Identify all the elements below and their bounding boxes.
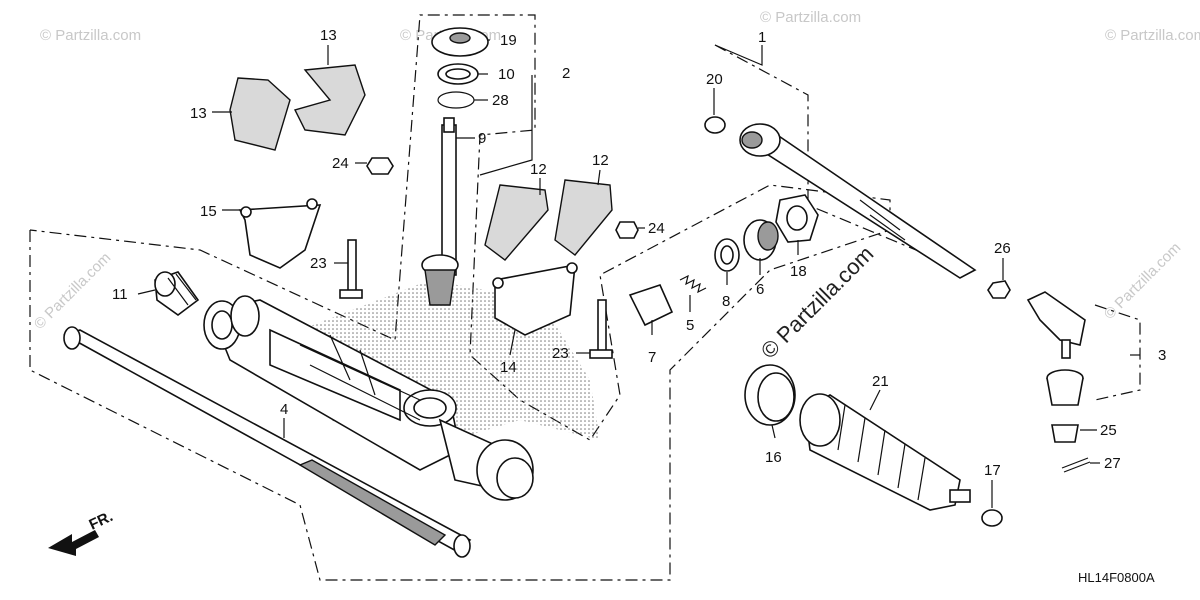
watermark-text: © Partzilla.com xyxy=(40,27,141,44)
callout-1: 1 xyxy=(758,29,766,46)
diagram-code: HL14F0800A xyxy=(1078,570,1155,585)
tie-rod-end-group-boundary xyxy=(1094,304,1141,401)
cotter-pin xyxy=(1061,457,1091,473)
watermark-text: © Partzilla.com xyxy=(760,9,861,26)
gearbox-housing xyxy=(203,295,534,501)
rack-guide xyxy=(628,284,674,327)
mount-bracket-right xyxy=(492,262,578,336)
callout-15: 15 xyxy=(200,203,217,220)
callout-2: 2 xyxy=(562,65,570,82)
callouts: 1 2 3 4 5 6 7 8 9 10 11 12 12 13 13 14 1… xyxy=(112,27,1166,479)
pinion-bearing xyxy=(437,63,479,85)
rack-guide-spring xyxy=(679,274,707,294)
watermark-text: © Partzilla.com xyxy=(1105,27,1200,44)
callout-26: 26 xyxy=(994,240,1011,257)
pinion-seal xyxy=(431,27,489,57)
callout-11: 11 xyxy=(112,286,128,303)
o-ring xyxy=(714,238,740,272)
watermark-text: © Partzilla.com xyxy=(31,249,114,332)
callout-16: 16 xyxy=(765,449,782,466)
rack-boot xyxy=(799,393,971,511)
callout-12-right: 12 xyxy=(592,152,609,169)
callout-28: 28 xyxy=(492,92,509,109)
callout-13-lower: 13 xyxy=(190,105,207,122)
watermark-row: © Partzilla.com © Partzilla.com © Partzi… xyxy=(31,9,1200,333)
callout-7: 7 xyxy=(648,349,656,366)
boot-band-large xyxy=(744,364,796,426)
callout-19: 19 xyxy=(500,32,517,49)
tie-rod-nut xyxy=(987,280,1011,299)
mount-cushion-lower xyxy=(229,77,291,151)
callout-23-right: 23 xyxy=(552,345,569,362)
callout-25: 25 xyxy=(1100,422,1117,439)
front-direction-arrow: FR. xyxy=(48,508,116,556)
gearbox-group-boundary xyxy=(29,14,891,581)
rack-bar xyxy=(63,326,472,558)
mount-cushion-right-b xyxy=(554,179,613,256)
flange-nut-right xyxy=(615,221,639,239)
callout-6: 6 xyxy=(756,281,764,298)
tie-rod-group-boundary xyxy=(714,44,941,261)
castle-nut xyxy=(1051,424,1079,443)
direction-label: FR. xyxy=(87,508,116,534)
callout-9: 9 xyxy=(478,130,486,147)
center-watermark: © Partzilla.com xyxy=(756,241,879,364)
callout-4: 4 xyxy=(280,401,288,418)
rack-bushing xyxy=(154,271,200,316)
callout-27: 27 xyxy=(1104,455,1121,472)
bolt-left xyxy=(339,239,363,299)
callout-23-left: 23 xyxy=(310,255,327,272)
callout-3: 3 xyxy=(1158,347,1166,364)
bolt-right xyxy=(589,299,613,359)
callout-21: 21 xyxy=(872,373,889,390)
rack-guide-screw xyxy=(743,219,779,261)
callout-18: 18 xyxy=(790,263,807,280)
tie-rod-end xyxy=(1026,291,1086,359)
callout-17: 17 xyxy=(984,462,1001,479)
callout-10: 10 xyxy=(498,66,515,83)
boot-tie-rod-end xyxy=(1046,369,1084,406)
callout-5: 5 xyxy=(686,317,694,334)
callout-14: 14 xyxy=(500,359,517,376)
lock-washer xyxy=(704,116,726,134)
watermark-text: © Partzilla.com xyxy=(1101,239,1184,322)
callout-24-left: 24 xyxy=(332,155,349,172)
pinion-snap-ring xyxy=(437,91,475,109)
pinion-shaft xyxy=(421,117,459,306)
callout-12-left: 12 xyxy=(530,161,547,178)
callout-24-right: 24 xyxy=(648,220,665,237)
callout-8: 8 xyxy=(722,293,730,310)
callout-20: 20 xyxy=(706,71,723,88)
mount-bracket-left xyxy=(238,198,322,269)
lock-nut xyxy=(775,194,819,243)
tie-rod xyxy=(739,123,977,279)
boot-clip-small xyxy=(981,509,1003,527)
mount-cushion-upper xyxy=(293,64,366,136)
leader-lines xyxy=(137,39,1140,508)
callout-13-upper: 13 xyxy=(320,27,337,44)
flange-nut-left xyxy=(366,157,394,175)
mount-cushion-right-a xyxy=(484,184,549,261)
